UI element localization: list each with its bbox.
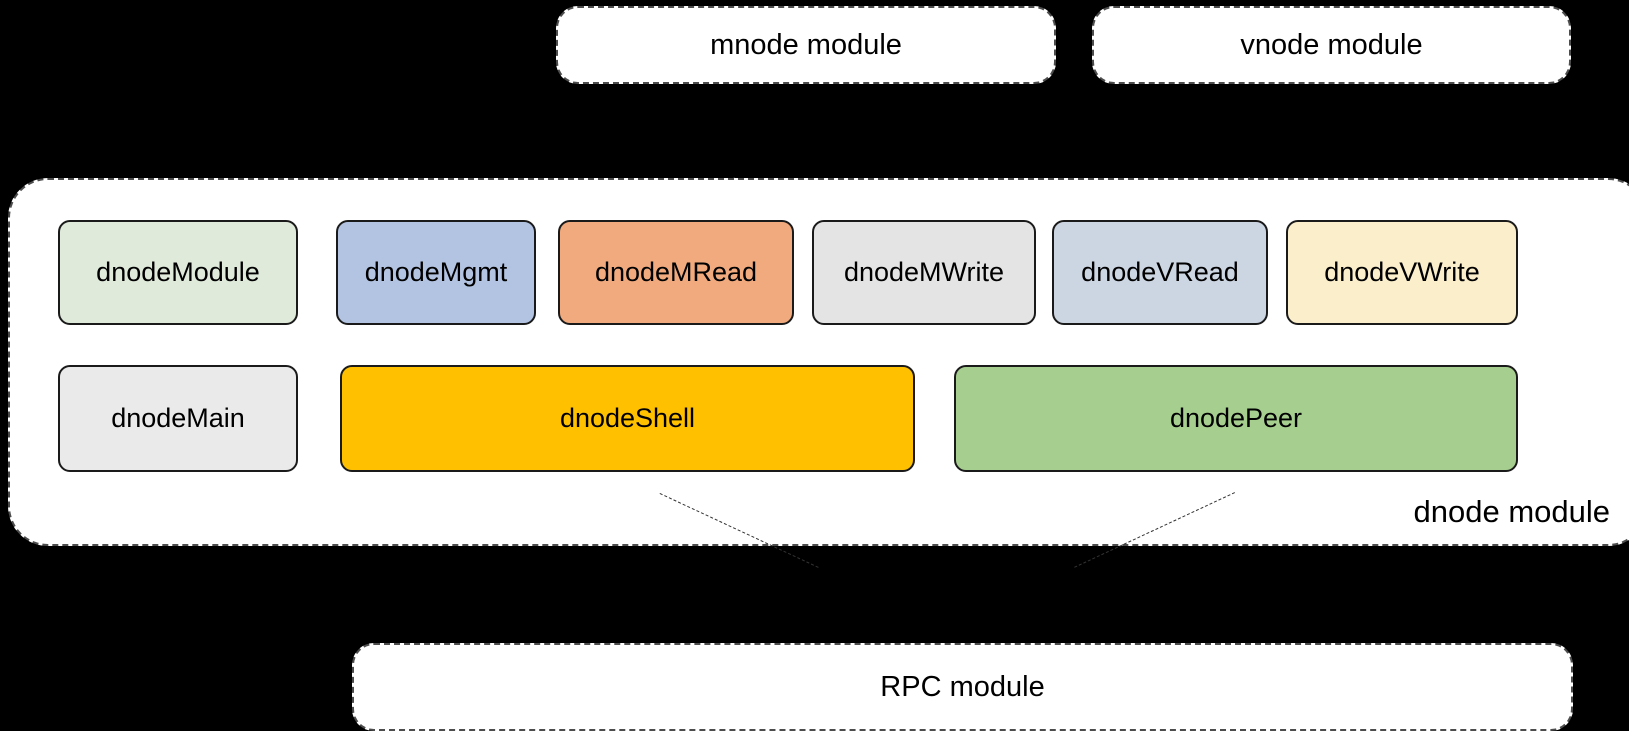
- rpc-module-label: RPC module: [880, 670, 1045, 703]
- component-dnodeshell[interactable]: dnodeShell: [340, 365, 915, 472]
- component-dnodemwrite-label: dnodeMWrite: [843, 257, 1005, 287]
- rpc-module-box: RPC module: [352, 643, 1573, 731]
- mnode-module-box: mnode module: [556, 6, 1056, 84]
- component-dnodemain-label: dnodeMain: [111, 403, 245, 433]
- component-dnodemain[interactable]: dnodeMain: [58, 365, 298, 472]
- dnode-module-label: dnode module: [1413, 494, 1611, 529]
- component-dnodemgmt[interactable]: dnodeMgmt: [336, 220, 536, 325]
- component-dnodemodule-label: dnodeModule: [96, 257, 260, 287]
- component-dnodeshell-label: dnodeShell: [559, 403, 696, 433]
- component-dnodevwrite-label: dnodeVWrite: [1324, 257, 1480, 287]
- dnode-module-container: dnodeModule dnodeMgmt dnodeMRead dnodeMW…: [8, 178, 1629, 546]
- component-dnodevread-label: dnodeVRead: [1081, 257, 1239, 287]
- vnode-module-label: vnode module: [1240, 28, 1423, 61]
- vnode-module-box: vnode module: [1092, 6, 1571, 84]
- component-dnodemread[interactable]: dnodeMRead: [558, 220, 794, 325]
- mnode-module-label: mnode module: [710, 28, 902, 61]
- component-dnodevread[interactable]: dnodeVRead: [1052, 220, 1268, 325]
- component-dnodemread-label: dnodeMRead: [594, 257, 758, 287]
- component-dnodevwrite[interactable]: dnodeVWrite: [1286, 220, 1518, 325]
- component-dnodemodule[interactable]: dnodeModule: [58, 220, 298, 325]
- component-dnodemwrite[interactable]: dnodeMWrite: [812, 220, 1036, 325]
- component-dnodepeer-label: dnodePeer: [1169, 403, 1303, 433]
- component-dnodepeer[interactable]: dnodePeer: [954, 365, 1518, 472]
- component-dnodemgmt-label: dnodeMgmt: [364, 257, 508, 287]
